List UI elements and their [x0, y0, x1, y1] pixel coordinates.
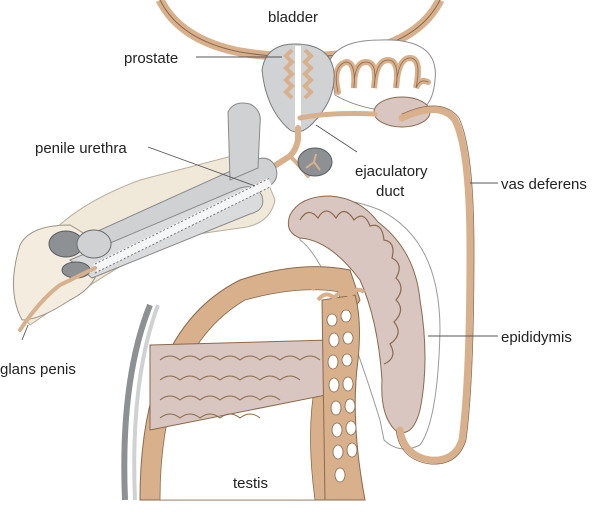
leader-ejaculatory-duct	[315, 124, 358, 153]
epididymis-testis	[121, 195, 441, 501]
prostate-gland	[261, 43, 335, 133]
label-ejaculatory-duct-line1: ejaculatory	[355, 163, 428, 180]
label-testis: testis	[233, 475, 268, 492]
label-ejaculatory-duct-line2: duct	[376, 183, 405, 200]
leader-glans-penis	[21, 324, 29, 341]
label-epididymis: epididymis	[501, 329, 572, 346]
penis	[12, 102, 278, 332]
label-prostate: prostate	[124, 50, 178, 67]
bulbourethral-gland	[297, 147, 333, 177]
label-vas-deferens: vas deferens	[501, 176, 587, 193]
label-bladder: bladder	[268, 9, 318, 26]
label-penile-urethra: penile urethra	[35, 140, 127, 157]
leader-lines	[21, 56, 498, 341]
vas-deferens-tube	[395, 105, 475, 465]
leader-penile-urethra	[147, 146, 256, 187]
label-glans-penis: glans penis	[0, 361, 76, 378]
seminal-vesicle	[329, 39, 436, 128]
